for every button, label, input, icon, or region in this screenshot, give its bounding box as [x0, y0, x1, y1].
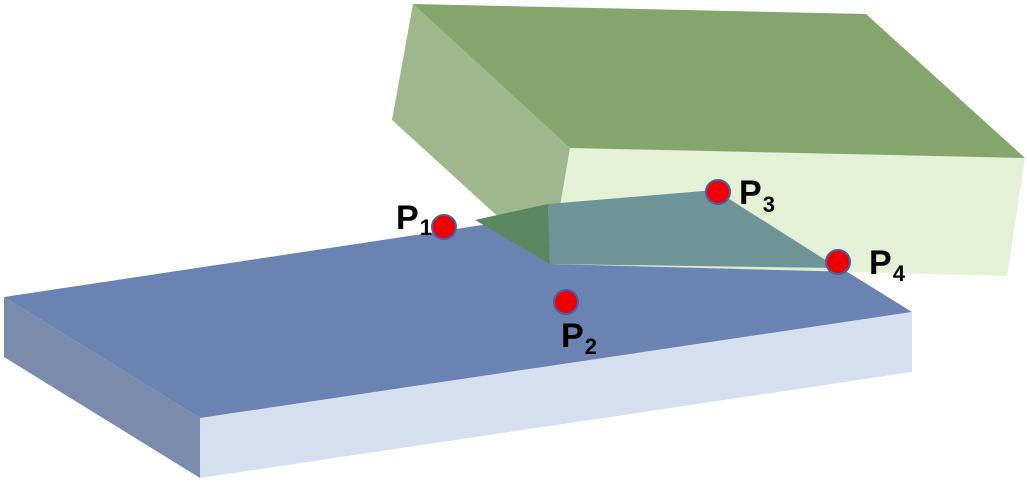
blue-slab-front-face — [200, 312, 912, 478]
point-p1-label: P1 — [396, 199, 432, 240]
point-p4-marker — [825, 249, 851, 275]
green-box-top-face — [413, 4, 1025, 158]
point-labels: P1 P2 P3 P4 — [396, 174, 906, 359]
point-p4-label: P4 — [869, 244, 906, 286]
point-p3-marker — [705, 179, 731, 205]
blue-slab-left-face — [4, 297, 200, 478]
green-box-left-face-overlap — [475, 204, 550, 264]
point-p2-marker — [553, 289, 579, 315]
point-p2-label: P2 — [561, 317, 597, 359]
green-box-left-face — [392, 4, 570, 264]
point-p3-label: P3 — [739, 174, 775, 217]
overlap-region — [548, 190, 838, 268]
point-p1-marker — [431, 214, 457, 240]
points — [431, 179, 851, 315]
green-box — [392, 4, 1025, 276]
